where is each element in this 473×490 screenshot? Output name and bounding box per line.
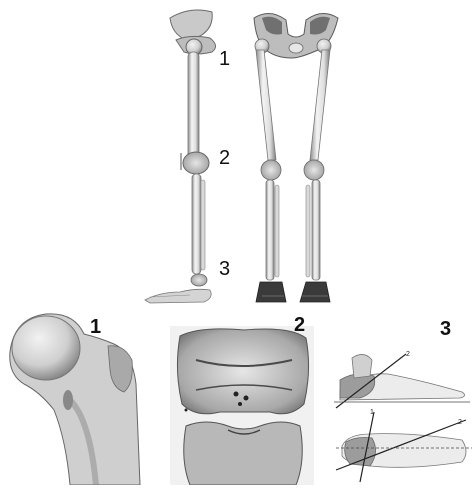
label-top-1: 1 bbox=[219, 48, 230, 71]
label-top-2: 2 bbox=[219, 147, 230, 170]
side-view-leg bbox=[145, 10, 216, 303]
front-view-legs bbox=[254, 13, 338, 302]
label-bottom-2: 2 bbox=[294, 314, 305, 337]
label-top-3: 3 bbox=[219, 258, 230, 281]
axis-label-lower-1: 1 bbox=[370, 409, 374, 416]
axis-label-upper-2: 2 bbox=[406, 351, 410, 358]
knee-joint-photo bbox=[170, 326, 314, 485]
label-bottom-3: 3 bbox=[440, 318, 451, 341]
label-bottom-1: 1 bbox=[90, 316, 101, 339]
foot-axes-diagram: 2 1 2 bbox=[334, 351, 472, 482]
femur-head-photo bbox=[10, 314, 140, 485]
axis-label-lower-2: 2 bbox=[458, 419, 462, 426]
